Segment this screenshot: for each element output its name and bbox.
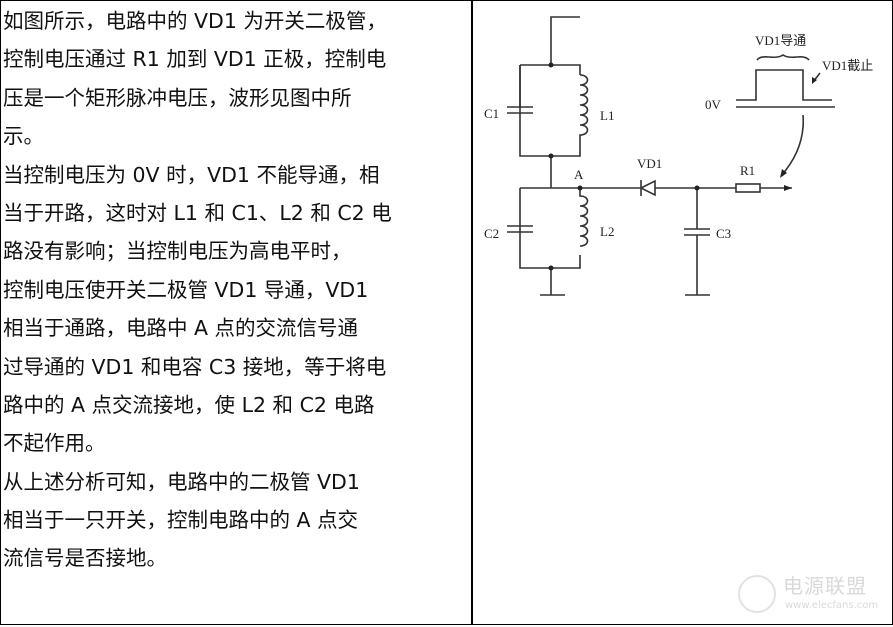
column-divider	[471, 0, 473, 625]
text-line: 相当于一只开关，控制电路中的 A 点交	[3, 508, 359, 533]
junction	[548, 153, 554, 159]
l2-coil	[579, 188, 589, 247]
wire	[519, 65, 581, 157]
watermark-title: 电源联盟	[783, 574, 867, 598]
label-c1: C1	[484, 106, 499, 121]
wire	[520, 64, 581, 75]
text-line: 压是一个矩形脉冲电压，波形见图中所	[3, 85, 352, 110]
text-line: 流信号是否接地。	[3, 546, 167, 571]
arrow-head	[812, 77, 817, 84]
resistor-r1	[735, 183, 761, 193]
input-arrow	[784, 185, 792, 191]
text-line: 当控制电压为 0V 时，VD1 不能导通，相	[3, 162, 380, 187]
text-line: 当于开路，这时对 L1 和 C1、L2 和 C2 电	[3, 200, 392, 225]
label-0v: 0V	[705, 97, 722, 112]
text-line: 示。	[3, 124, 44, 149]
text-line: 过导通的 VD1 和电容 C3 接地，等于将电	[3, 354, 387, 379]
text-line: 从上述分析可知，电路中的二极管 VD1	[3, 469, 360, 494]
arrow-curve	[780, 114, 805, 177]
text-line: 相当于通路，电路中 A 点的交流信号通	[3, 316, 359, 341]
label-vd1: VD1	[637, 156, 662, 171]
text-line: 控制电压使开关二极管 VD1 导通，VD1	[3, 277, 369, 302]
brace	[756, 54, 810, 61]
label-c3: C3	[716, 226, 731, 241]
label-c2: C2	[484, 226, 499, 241]
watermark-logo: 电源联盟 www.elecfans.com	[735, 570, 885, 620]
diode-vd1	[639, 179, 656, 197]
label-l1: L1	[600, 108, 614, 123]
watermark-url: www.elecfans.com	[785, 600, 879, 611]
l1-coil	[579, 74, 589, 145]
junction	[694, 185, 700, 191]
text-line: 如图所示，电路中的 VD1 为开关二极管，	[3, 9, 387, 33]
label-vd1-off: VD1截止	[822, 58, 873, 73]
label-a: A	[574, 167, 584, 182]
label-r1: R1	[740, 163, 755, 178]
junction	[548, 265, 554, 271]
explanation-text: 如图所示，电路中的 VD1 为开关二极管， 控制电压通过 R1 加到 VD1 正…	[3, 2, 469, 578]
junction	[548, 62, 554, 68]
junction-a	[577, 185, 583, 191]
text-line: 不起作用。	[3, 431, 106, 456]
text-line: 路中的 A 点交流接地，使 L2 和 C2 电路	[3, 392, 375, 417]
label-vd1-on: VD1导通	[755, 33, 806, 48]
input-wire	[550, 16, 580, 65]
text-line: 控制电压通过 R1 加到 VD1 正极，控制电	[3, 47, 387, 72]
pulse-waveform	[736, 69, 832, 101]
text-line: 路没有影响；当控制电压为高电平时，	[3, 239, 352, 264]
arrow-head	[780, 169, 787, 178]
label-l2: L2	[600, 224, 614, 239]
